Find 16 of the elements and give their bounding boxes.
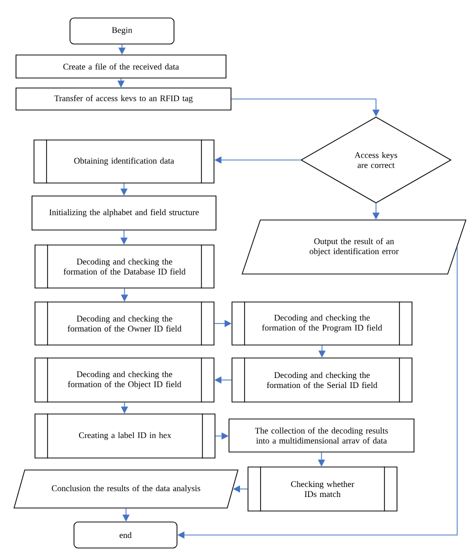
predefined-process-box: Decoding and checking the formation of the Object ID field (34, 357, 214, 403)
predefined-process-box: Decoding and checking the formation of the Serial ID field (232, 357, 412, 403)
data-parallelogram: Conclusion the results of the data analysis (14, 470, 238, 508)
predefined-process-box: Decoding and checking the formation of the Database ID field (34, 244, 214, 289)
predefined-process-box: Checking whether IDs match (248, 466, 398, 512)
process-box: Create a file of the received data (16, 54, 226, 78)
predefined-process-box: Creating a label ID in hex (34, 413, 216, 459)
process-box: The collection of the decoding results into a multidimensional arrav of data (228, 418, 414, 452)
process-box: Initializing the alphabet and field structure (32, 196, 216, 230)
predefined-process-box: Decoding and checking the formation of the Program ID field (232, 301, 412, 346)
process-box: Transfer of access kevs to an RFID tag (16, 88, 232, 110)
data-parallelogram: Output the result of an object identification error (242, 220, 466, 274)
predefined-process-box: Decoding and checking the formation of the Owner ID field (34, 301, 214, 346)
predefined-process-box: Obtaining identification data (34, 139, 214, 184)
terminal-box: end (74, 522, 178, 548)
terminal-box: Begin (70, 18, 174, 44)
